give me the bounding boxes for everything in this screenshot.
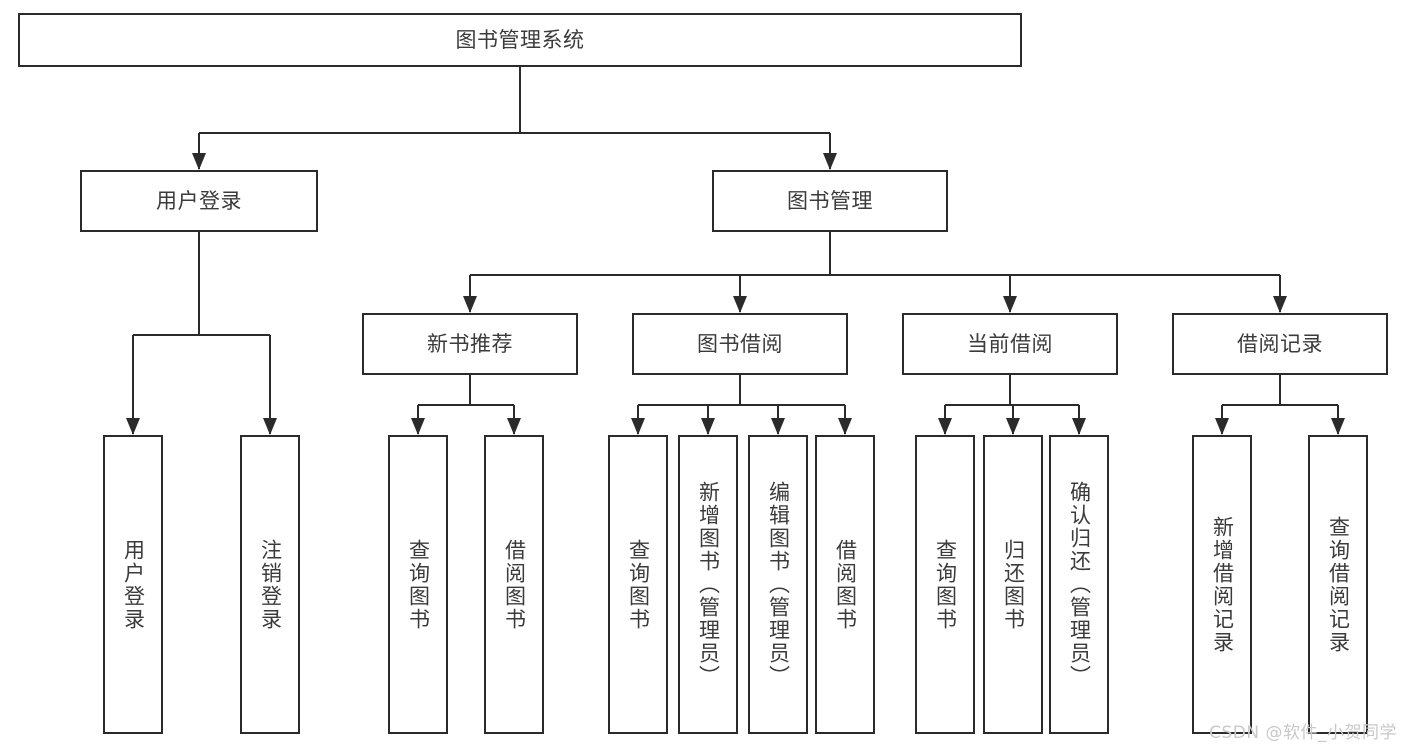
node-label: 查询图书 — [933, 538, 958, 631]
node-leaf-return-book[interactable]: 归还图书 — [983, 435, 1043, 734]
node-leaf-edit-book[interactable]: 编辑图书（管理员） — [748, 435, 808, 734]
node-leaf-borrow-book-1[interactable]: 借阅图书 — [484, 435, 544, 734]
arrowhead-icon — [938, 418, 952, 435]
node-label-wrap: 用户登录 — [121, 437, 146, 732]
node-book-borrow[interactable]: 图书借阅 — [632, 313, 848, 375]
node-label-wrap: 查询图书 — [933, 437, 958, 732]
node-label: 查询图书 — [626, 538, 651, 631]
node-label: 查询借阅记录 — [1326, 515, 1351, 654]
node-label-wrap: 图书管理 — [787, 188, 873, 215]
node-label-wrap: 图书借阅 — [697, 331, 783, 358]
arrowhead-icon — [263, 418, 277, 435]
arrowhead-icon — [838, 418, 852, 435]
node-label: 用户登录 — [121, 538, 146, 631]
arrowhead-icon — [463, 296, 477, 313]
node-label-wrap: 借阅图书 — [502, 437, 527, 732]
node-leaf-add-record[interactable]: 新增借阅记录 — [1192, 435, 1252, 734]
node-label: 新增借阅记录 — [1210, 515, 1235, 654]
node-label: 借阅图书 — [833, 538, 858, 631]
node-label-wrap: 新增图书（管理员） — [696, 437, 721, 732]
node-label-wrap: 用户登录 — [156, 188, 242, 215]
node-label: 图书管理系统 — [455, 27, 585, 52]
node-label-wrap: 归还图书 — [1001, 437, 1026, 732]
arrowhead-icon — [1273, 296, 1287, 313]
node-new-book-recommend[interactable]: 新书推荐 — [362, 313, 578, 375]
node-leaf-query-book-1[interactable]: 查询图书 — [388, 435, 448, 734]
node-label-wrap: 新书推荐 — [427, 331, 513, 358]
node-label-wrap: 查询图书 — [406, 437, 431, 732]
node-label: 借阅记录 — [1237, 331, 1323, 356]
arrowhead-icon — [631, 418, 645, 435]
arrowhead-icon — [507, 418, 521, 435]
node-label: 归还图书 — [1001, 538, 1026, 631]
node-label-wrap: 借阅图书 — [833, 437, 858, 732]
node-label-wrap: 编辑图书（管理员） — [766, 437, 791, 732]
node-leaf-user-login[interactable]: 用户登录 — [103, 435, 163, 734]
node-borrow-record[interactable]: 借阅记录 — [1172, 313, 1388, 375]
node-leaf-query-book-3[interactable]: 查询图书 — [915, 435, 975, 734]
arrowhead-icon — [126, 418, 140, 435]
node-label: 确认归还（管理员） — [1067, 481, 1092, 688]
arrowhead-icon — [1215, 418, 1229, 435]
node-leaf-add-book[interactable]: 新增图书（管理员） — [678, 435, 738, 734]
arrowhead-icon — [1006, 418, 1020, 435]
node-label-wrap: 新增借阅记录 — [1210, 437, 1235, 732]
arrowhead-icon — [701, 418, 715, 435]
node-label-wrap: 查询借阅记录 — [1326, 437, 1351, 732]
arrowhead-icon — [1003, 296, 1017, 313]
node-label-wrap: 借阅记录 — [1237, 331, 1323, 358]
node-user-login[interactable]: 用户登录 — [80, 170, 318, 232]
node-label: 注销登录 — [258, 538, 283, 631]
node-leaf-query-book-2[interactable]: 查询图书 — [608, 435, 668, 734]
node-label-wrap: 查询图书 — [626, 437, 651, 732]
arrowhead-icon — [411, 418, 425, 435]
node-current-borrow[interactable]: 当前借阅 — [902, 313, 1118, 375]
node-label: 图书管理 — [787, 188, 873, 213]
node-label: 借阅图书 — [502, 538, 527, 631]
node-label-wrap: 注销登录 — [258, 437, 283, 732]
node-label: 图书借阅 — [697, 331, 783, 356]
node-label: 新增图书（管理员） — [696, 481, 721, 688]
node-leaf-confirm-return[interactable]: 确认归还（管理员） — [1049, 435, 1109, 734]
node-label: 查询图书 — [406, 538, 431, 631]
arrowhead-icon — [733, 296, 747, 313]
node-leaf-query-record[interactable]: 查询借阅记录 — [1308, 435, 1368, 734]
node-label: 当前借阅 — [967, 331, 1053, 356]
node-label: 新书推荐 — [427, 331, 513, 356]
node-leaf-borrow-book-2[interactable]: 借阅图书 — [815, 435, 875, 734]
arrowhead-icon — [192, 153, 206, 170]
node-label: 编辑图书（管理员） — [766, 481, 791, 688]
arrowhead-icon — [771, 418, 785, 435]
arrowhead-icon — [1072, 418, 1086, 435]
node-leaf-user-logout[interactable]: 注销登录 — [240, 435, 300, 734]
arrowhead-icon — [823, 153, 837, 170]
node-label-wrap: 确认归还（管理员） — [1067, 437, 1092, 732]
node-root[interactable]: 图书管理系统 — [18, 13, 1022, 67]
node-book-manage[interactable]: 图书管理 — [712, 170, 948, 232]
node-label: 用户登录 — [156, 188, 242, 213]
arrowhead-icon — [1331, 418, 1345, 435]
node-label-wrap: 当前借阅 — [967, 331, 1053, 358]
node-label-wrap: 图书管理系统 — [456, 27, 585, 54]
